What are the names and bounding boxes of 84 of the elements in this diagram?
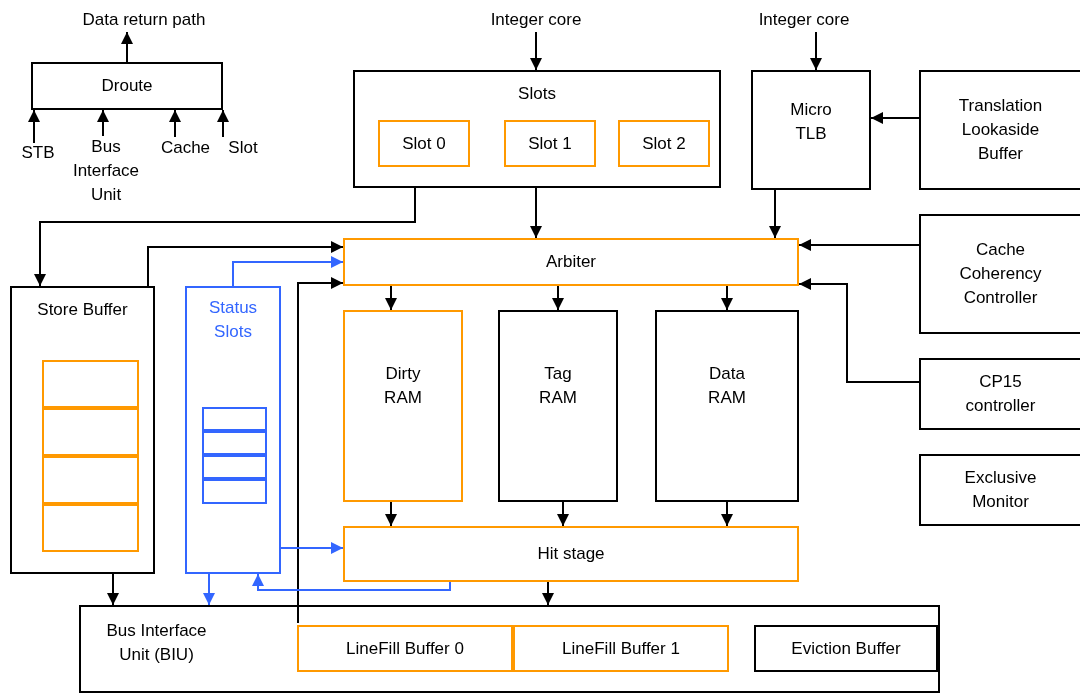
- arrow: [385, 501, 397, 527]
- arrow: [557, 501, 569, 527]
- arrow: [542, 581, 554, 606]
- block-label: CP15 controller: [964, 371, 1037, 417]
- module-box: [343, 310, 463, 502]
- signal-label: Bus Interface Unit: [64, 136, 148, 206]
- module-box: [919, 70, 1080, 190]
- module-box: [919, 358, 1080, 430]
- arrow: [252, 573, 451, 591]
- module-box: [754, 625, 938, 672]
- arrow: [721, 501, 733, 527]
- module-box: [751, 70, 871, 190]
- arrow: [769, 189, 781, 239]
- block-label: Store Buffer: [37, 299, 128, 321]
- module-box: [297, 625, 513, 672]
- buffer-entry: [202, 479, 267, 504]
- arrow: [530, 31, 542, 71]
- module-box: [343, 238, 799, 286]
- signal-label: Integer core: [466, 8, 606, 32]
- module-box: [919, 454, 1080, 526]
- buffer-entry: [202, 455, 267, 479]
- signal-label: Slot: [222, 137, 264, 158]
- arrow: [97, 109, 109, 137]
- module-box: [10, 286, 155, 574]
- block-label: Slot 0: [402, 132, 446, 155]
- block-label: Bus Interface Unit (BIU): [105, 620, 208, 666]
- block-label: Slots: [518, 83, 556, 105]
- signal-label: Data return path: [67, 8, 221, 32]
- signal-label: Cache: [153, 137, 218, 158]
- arrow: [721, 285, 733, 311]
- signal-label: STB: [16, 143, 60, 163]
- arrow: [203, 573, 215, 606]
- signal-label: Integer core: [746, 8, 862, 32]
- module-box: [343, 526, 799, 582]
- arrow: [798, 239, 920, 251]
- buffer-entry: [42, 360, 139, 408]
- block-label: Translation Lookaside Buffer: [957, 95, 1044, 165]
- arrow: [810, 31, 822, 71]
- module-box: [513, 625, 729, 672]
- module-box: [185, 286, 281, 574]
- arrow: [280, 542, 344, 554]
- block-label: Eviction Buffer: [791, 637, 901, 660]
- block-label: Data RAM: [707, 363, 747, 409]
- arrow: [385, 285, 397, 311]
- arrow: [147, 241, 344, 287]
- module-box: [498, 310, 618, 502]
- block-label: Dirty RAM: [383, 363, 423, 409]
- buffer-entry: [202, 407, 267, 431]
- arrow: [297, 277, 344, 624]
- block-label: Hit stage: [537, 543, 605, 565]
- arrow: [798, 278, 920, 383]
- block-label: Arbiter: [545, 251, 597, 273]
- arrow: [28, 109, 40, 144]
- block-label: LineFill Buffer 1: [562, 637, 680, 660]
- arrow: [34, 187, 416, 287]
- block-label: Droute: [101, 75, 153, 97]
- buffer-entry: [202, 431, 267, 455]
- block-label: Slot 1: [528, 132, 572, 155]
- module-box: [618, 120, 710, 167]
- module-box: [919, 214, 1080, 334]
- arrow: [530, 187, 542, 239]
- arrow: [232, 256, 344, 287]
- module-box: [31, 62, 223, 110]
- block-label: Tag RAM: [538, 363, 578, 409]
- buffer-entry: [42, 408, 139, 456]
- block-label: Cache Coherency Controller: [958, 239, 1043, 309]
- module-box: [655, 310, 799, 502]
- arrow: [217, 109, 229, 138]
- module-box: [378, 120, 470, 167]
- block-label: LineFill Buffer 0: [346, 637, 464, 660]
- block-label: Exclusive Monitor: [963, 467, 1038, 513]
- arrow: [870, 112, 920, 124]
- arrow: [552, 285, 564, 311]
- arrow: [169, 109, 181, 138]
- module-box: [504, 120, 596, 167]
- block-label: Slot 2: [642, 132, 686, 155]
- arrow: [107, 573, 119, 606]
- module-box: [353, 70, 721, 188]
- block-label: Status Slots: [207, 297, 259, 343]
- buffer-entry: [42, 456, 139, 504]
- block-label: Micro TLB: [789, 99, 833, 145]
- module-box: [79, 605, 940, 693]
- arrow: [121, 31, 133, 63]
- buffer-entry: [42, 504, 139, 552]
